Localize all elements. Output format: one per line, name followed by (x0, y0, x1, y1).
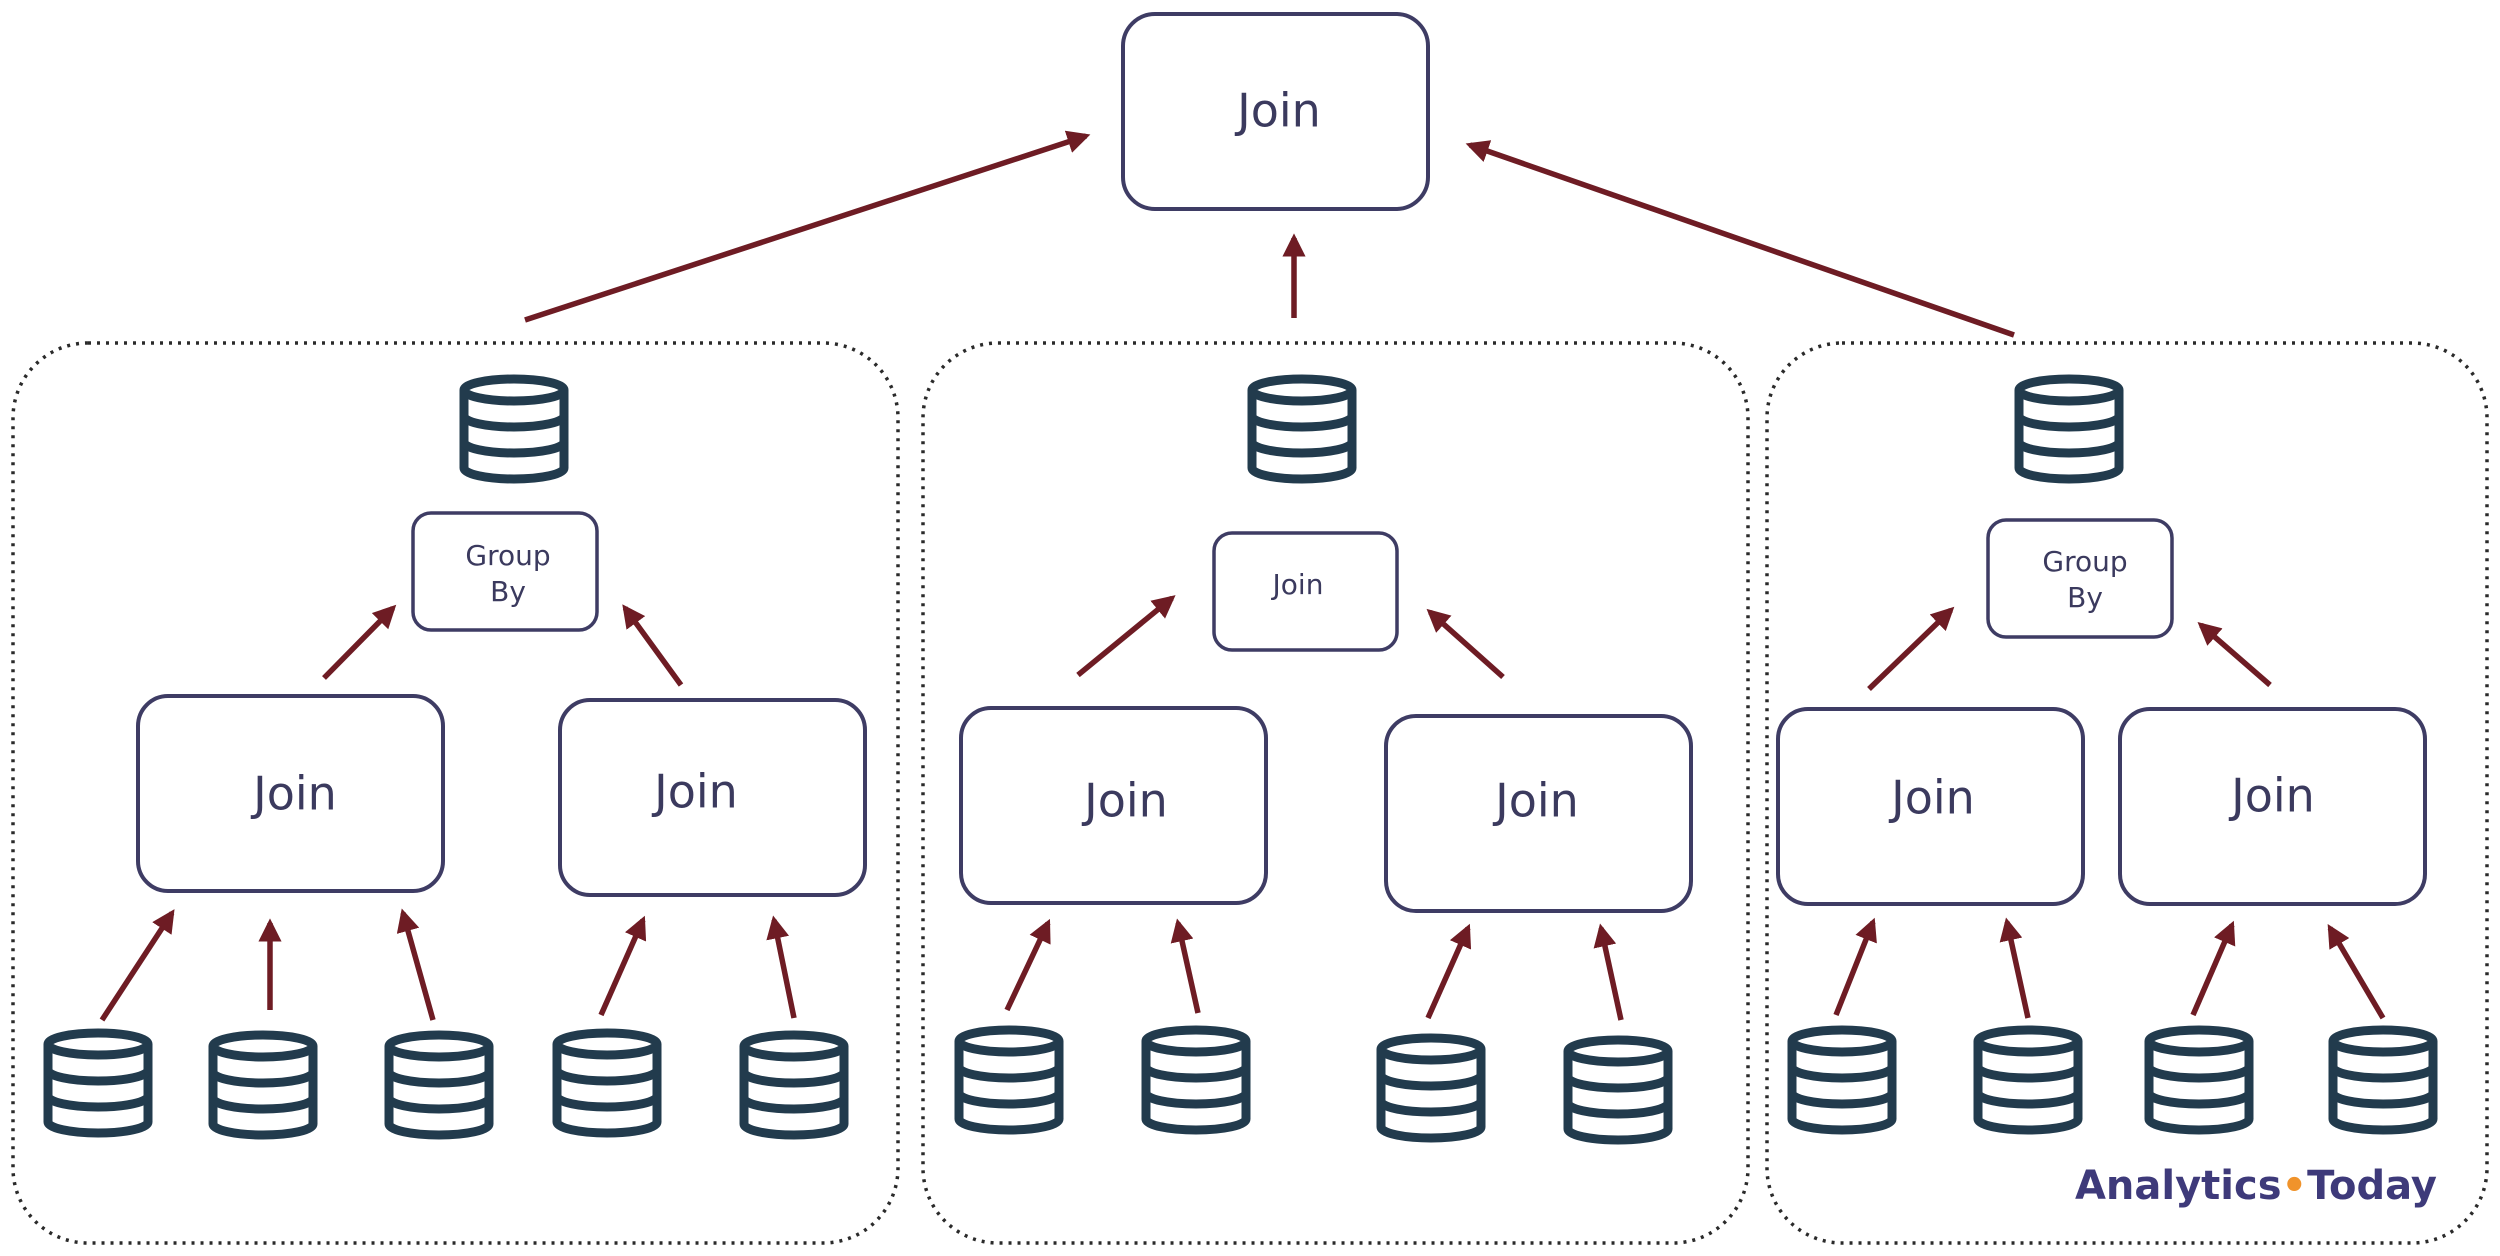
group2-join-left-label: Join (1081, 774, 1168, 828)
arrow-g2-db4-to-join (1593, 923, 1624, 1021)
group2-join-aggregate-node: Join (1212, 531, 1399, 652)
root-join-label: Join (1234, 84, 1321, 138)
group2-join-node-right: Join (1384, 714, 1693, 913)
group3-input-database-icon-4 (2333, 1030, 2433, 1130)
arrow-g3-left-join-to-groupby (1867, 606, 1955, 691)
group1-group-by-node: Group By (411, 511, 599, 632)
group2-result-database-icon (1252, 379, 1352, 479)
arrow-g2-db3-to-join (1425, 923, 1472, 1020)
group3-group-by-node: Group By (1986, 518, 2174, 639)
group1-input-database-icon-3 (389, 1035, 489, 1135)
group1-group-by-label-line2: By (490, 575, 526, 608)
arrow-g2-left-join-to-aggregate (1076, 595, 1176, 678)
group1-join-node-right: Join (558, 698, 867, 897)
group3-result-database-icon (2019, 379, 2119, 479)
arrow-g1-db4-to-join (598, 915, 647, 1017)
analytics-today-logo: Analytics•Today (2075, 1163, 2437, 1209)
arrow-g3-db3-to-join (2190, 920, 2236, 1017)
group3-join-node-left: Join (1776, 707, 2085, 906)
arrow-g3-db4-to-join (2327, 924, 2386, 1020)
group3-join-right-label: Join (2228, 769, 2315, 823)
arrow-g3-right-join-to-groupby (2197, 621, 2272, 688)
group3-input-database-icon-2 (1978, 1030, 2078, 1130)
arrow-g1-db5-to-join (766, 915, 797, 1019)
group3-join-left-label: Join (1888, 771, 1975, 825)
arrow-g1-db1-to-join (99, 909, 175, 1022)
stage-group-2-container (921, 341, 1750, 1245)
group1-group-by-label-line1: Group (465, 539, 550, 572)
stage-group-3-container (1765, 341, 2489, 1245)
group3-group-by-label-line2: By (2067, 581, 2103, 614)
arrow-g3-db1-to-join (1833, 917, 1877, 1017)
group1-input-database-icon-4 (557, 1033, 657, 1133)
group2-input-database-icon-3 (1381, 1038, 1481, 1138)
group3-input-database-icon-1 (1792, 1030, 1892, 1130)
logo-part2: Today (2307, 1163, 2437, 1209)
group2-input-database-icon-1 (959, 1030, 1059, 1130)
group1-join-right-label: Join (651, 765, 738, 819)
arrow-g2-db2-to-join (1170, 918, 1201, 1014)
arrow-group3-to-root (1465, 140, 2015, 338)
group3-join-node-right: Join (2118, 707, 2427, 906)
arrow-g1-db3-to-join (396, 908, 436, 1021)
group3-input-database-icon-3 (2149, 1030, 2249, 1130)
group3-group-by-label-line1: Group (2042, 545, 2127, 578)
logo-dot: • (2282, 1163, 2308, 1209)
group1-input-database-icon-5 (744, 1035, 844, 1135)
group2-input-database-icon-4 (1568, 1040, 1668, 1140)
arrow-g3-db2-to-join (1999, 917, 2031, 1019)
group2-join-node-left: Join (959, 706, 1268, 905)
root-join-node: Join (1121, 12, 1430, 211)
group2-join-right-label: Join (1492, 774, 1579, 828)
group1-join-node-left: Join (136, 694, 445, 893)
arrow-group1-to-root (524, 130, 1091, 323)
group1-input-database-icon-2 (213, 1035, 313, 1135)
arrow-g2-db1-to-join (1004, 918, 1051, 1012)
group1-join-left-label: Join (250, 767, 337, 821)
group2-aggregate-label: Join (1271, 568, 1324, 601)
logo-part1: Analytics (2075, 1163, 2282, 1209)
group1-result-database-icon (464, 379, 564, 479)
arrow-g1-right-join-to-groupby (622, 604, 684, 687)
group2-input-database-icon-2 (1146, 1030, 1246, 1130)
arrow-g1-left-join-to-groupby (322, 604, 397, 680)
arrow-g2-right-join-to-aggregate (1426, 608, 1505, 680)
group1-input-database-icon-1 (48, 1033, 148, 1133)
